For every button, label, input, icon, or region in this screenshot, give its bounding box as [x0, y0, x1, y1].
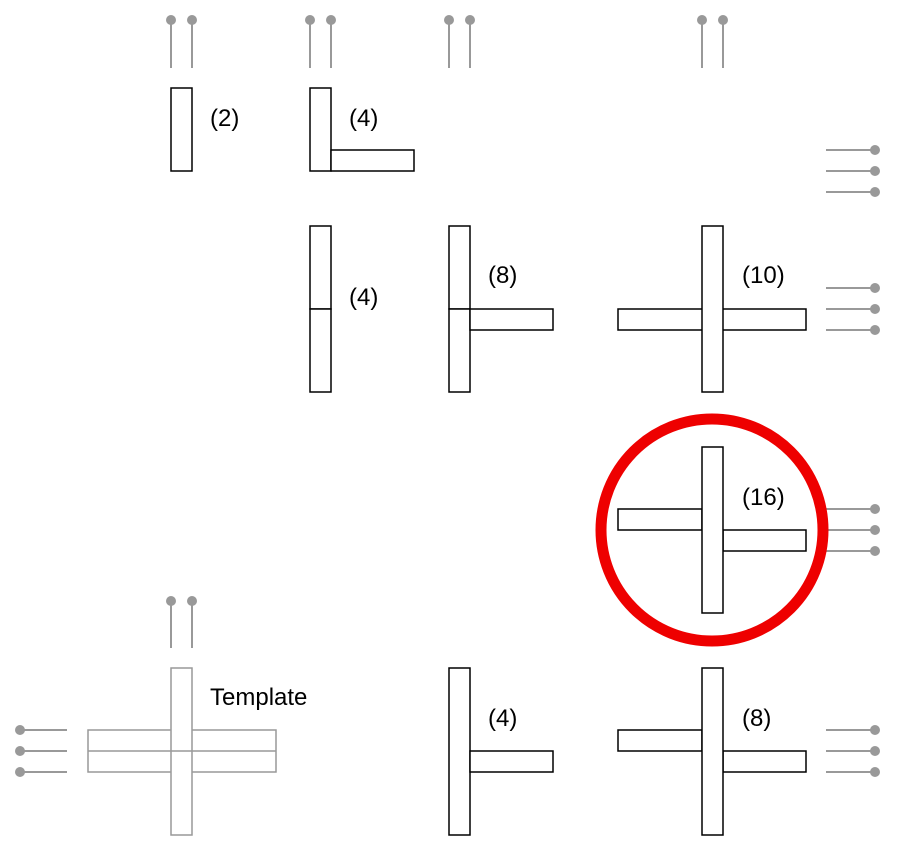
label-4-bottom: (4) [488, 705, 517, 732]
pin-pair-top-1 [166, 15, 197, 68]
pin-pair-top-3 [444, 15, 475, 68]
pin-triple-right-1 [826, 145, 880, 197]
pin-pair-top-2 [305, 15, 336, 68]
shape-4-l: (4) [309, 87, 415, 172]
pin-triple-template [15, 725, 67, 777]
shape-2: (2) [170, 87, 239, 172]
pin-triple-right-3 [826, 504, 880, 556]
pin-triple-right-4 [826, 725, 880, 777]
shape-template: Template [87, 667, 307, 836]
shape-4-vertical: (4) [309, 225, 378, 393]
highlight-circle [595, 413, 829, 647]
shape-8-bottom: (8) [617, 667, 807, 836]
label-10-cross: (10) [742, 262, 785, 289]
label-4-l: (4) [349, 105, 378, 132]
shape-16-offset-cross: (16) [595, 413, 829, 647]
shape-10-cross: (10) [617, 225, 807, 393]
label-4-vertical: (4) [349, 284, 378, 311]
label-8-t: (8) [488, 262, 517, 289]
label-8-bottom: (8) [742, 705, 771, 732]
pin-pair-template [166, 596, 197, 648]
pin-triple-right-2 [826, 283, 880, 335]
shape-8-t: (8) [448, 225, 554, 393]
shape-4-bottom: (4) [448, 667, 554, 836]
label-2: (2) [210, 105, 239, 132]
pin-pair-top-4 [697, 15, 728, 68]
label-template: Template [210, 684, 307, 711]
label-16: (16) [742, 484, 785, 511]
